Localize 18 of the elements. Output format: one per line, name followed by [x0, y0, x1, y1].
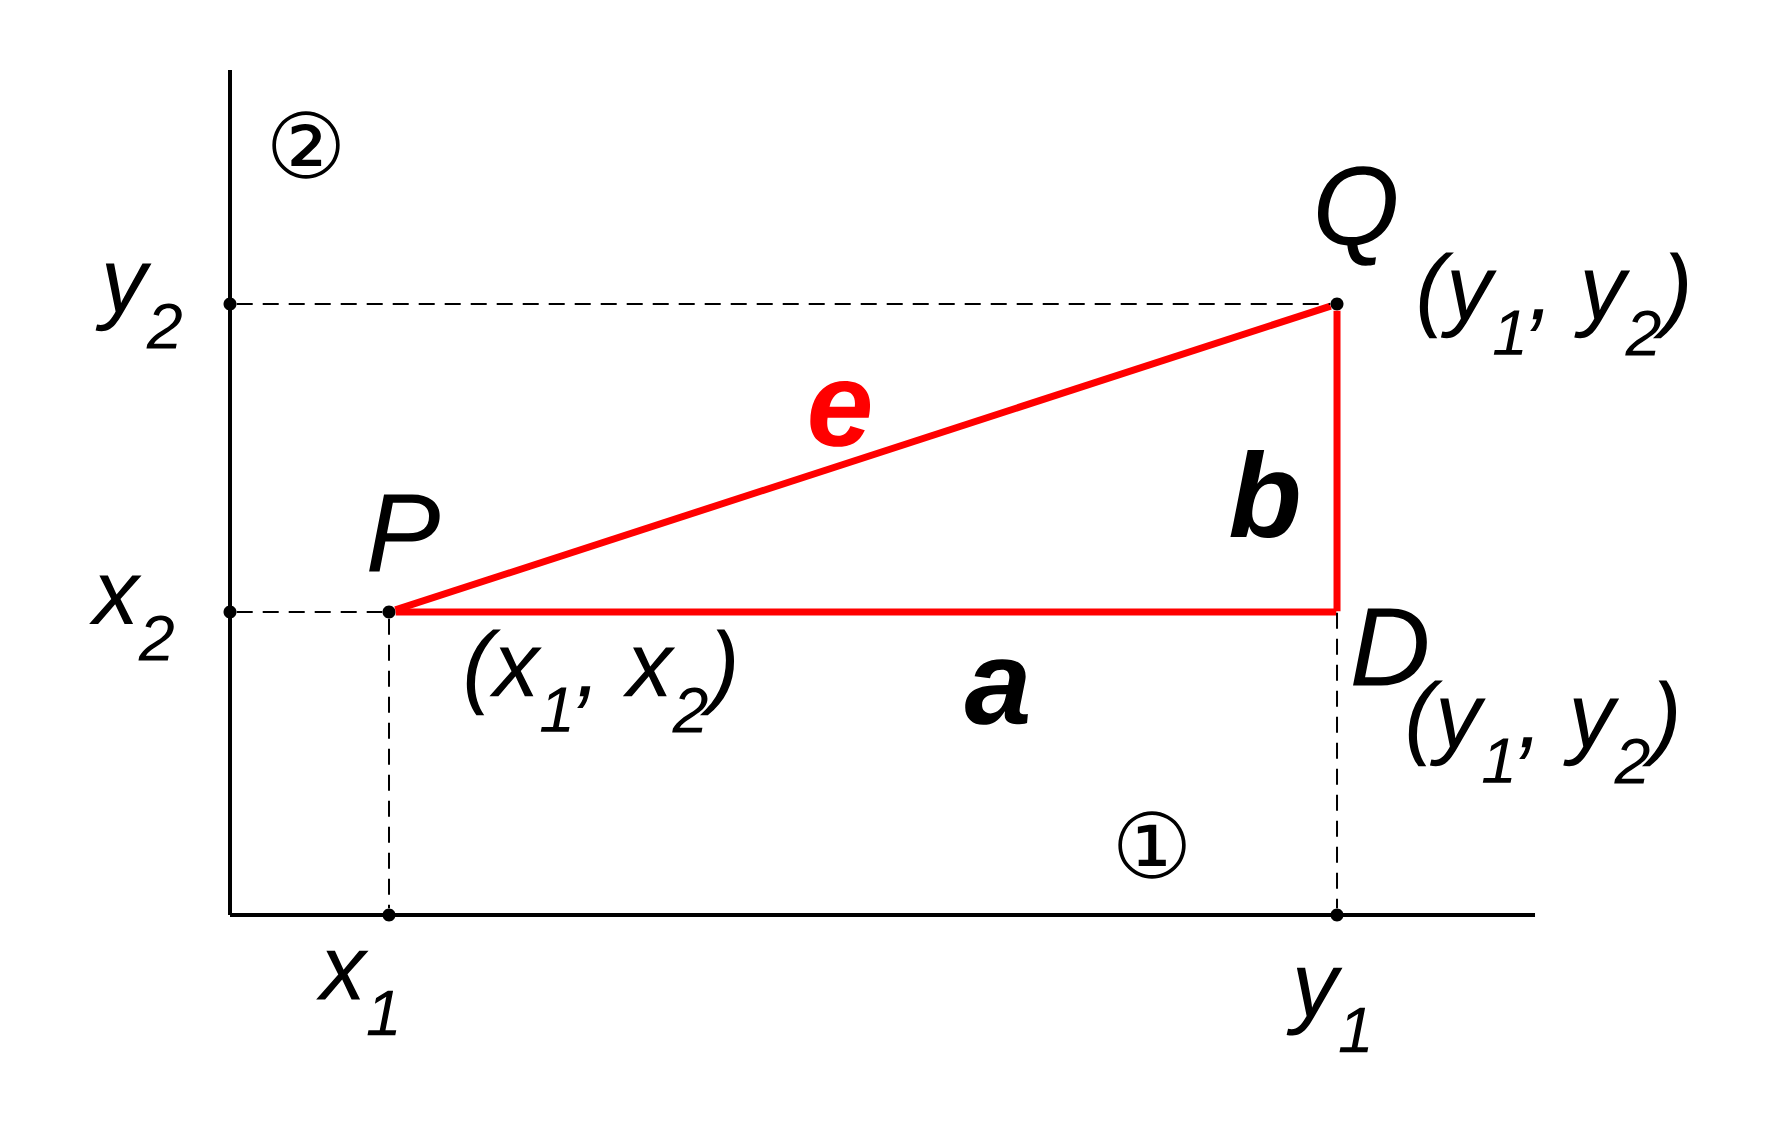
point-label: x$_{1}$	[316, 908, 397, 1036]
edge-label: a	[965, 659, 1028, 725]
point-label: Q (y$_{1}$, y$_{2}$)	[1318, 166, 1688, 356]
region-number: ②	[272, 111, 340, 179]
triangle-side	[1333, 310, 1341, 612]
dashed-line	[235, 303, 1332, 305]
vertex-label: D (y$_{1}$, y$_{2}$)	[1353, 608, 1677, 784]
edge-label: e	[810, 381, 871, 447]
region-number: ①	[1118, 811, 1186, 879]
triangle-side	[395, 608, 1337, 616]
dashed-line	[388, 617, 390, 910]
point-label: y$_{1}$	[1286, 908, 1369, 1053]
dashed-line	[235, 611, 384, 613]
point-label: x$_{2}$	[89, 575, 237, 661]
dashed-line	[1336, 611, 1338, 910]
point-label: P (x$_{1}$, x$_{2}$)	[369, 494, 735, 733]
point-label: y$_{2}$	[95, 263, 237, 349]
edge-label: b	[1230, 449, 1299, 539]
